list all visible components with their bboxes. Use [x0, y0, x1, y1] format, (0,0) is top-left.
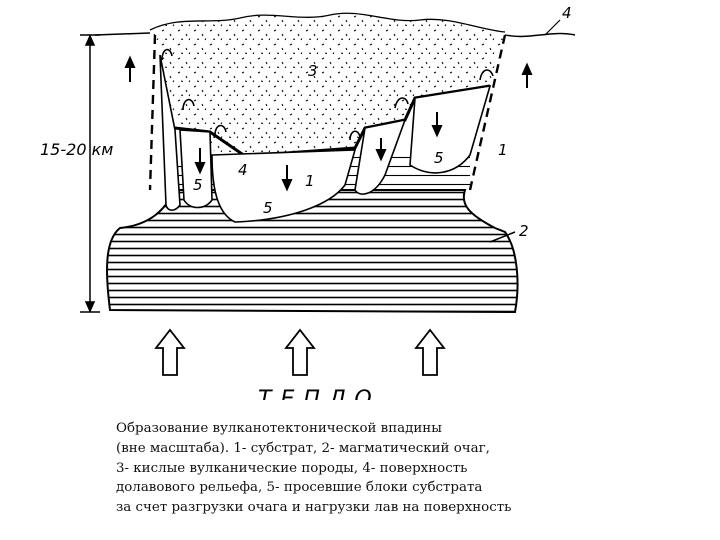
label-2: 2 — [519, 222, 529, 240]
label-5-right: 5 — [434, 149, 444, 167]
caption-line: за счет разгрузки очага и нагрузки лав н… — [116, 498, 586, 518]
caption-line: 3- кислые вулканические породы, 4- повер… — [116, 459, 586, 479]
volcanotectonic-depression-diagram: 15-20 км ТЕПЛО 4 3 1 1 4 5 5 5 2 — [0, 0, 720, 400]
label-4-leader — [545, 20, 560, 35]
caption-line: Образование вулканотектонической впадины — [116, 419, 586, 439]
figure-caption: Образование вулканотектонической впадины… — [116, 419, 586, 518]
caption-line: долавового рельефа, 5- просевшие блоки с… — [116, 478, 586, 498]
fault-left — [150, 35, 155, 190]
subsided-block-left — [180, 130, 212, 208]
caption-line: (вне масштаба). 1- субстрат, 2- магматич… — [116, 439, 586, 459]
label-5-left: 5 — [193, 176, 203, 194]
heat-label: ТЕПЛО — [258, 387, 381, 400]
label-4-center: 4 — [238, 161, 248, 179]
scale-label: 15-20 км — [40, 140, 113, 159]
label-3: 3 — [308, 62, 318, 80]
heat-arrows — [156, 330, 444, 375]
label-1-right: 1 — [498, 141, 508, 159]
label-5-bottom: 5 — [263, 199, 273, 217]
label-1-center: 1 — [305, 172, 315, 190]
label-4-top: 4 — [562, 4, 572, 22]
scale-bar — [80, 35, 100, 312]
